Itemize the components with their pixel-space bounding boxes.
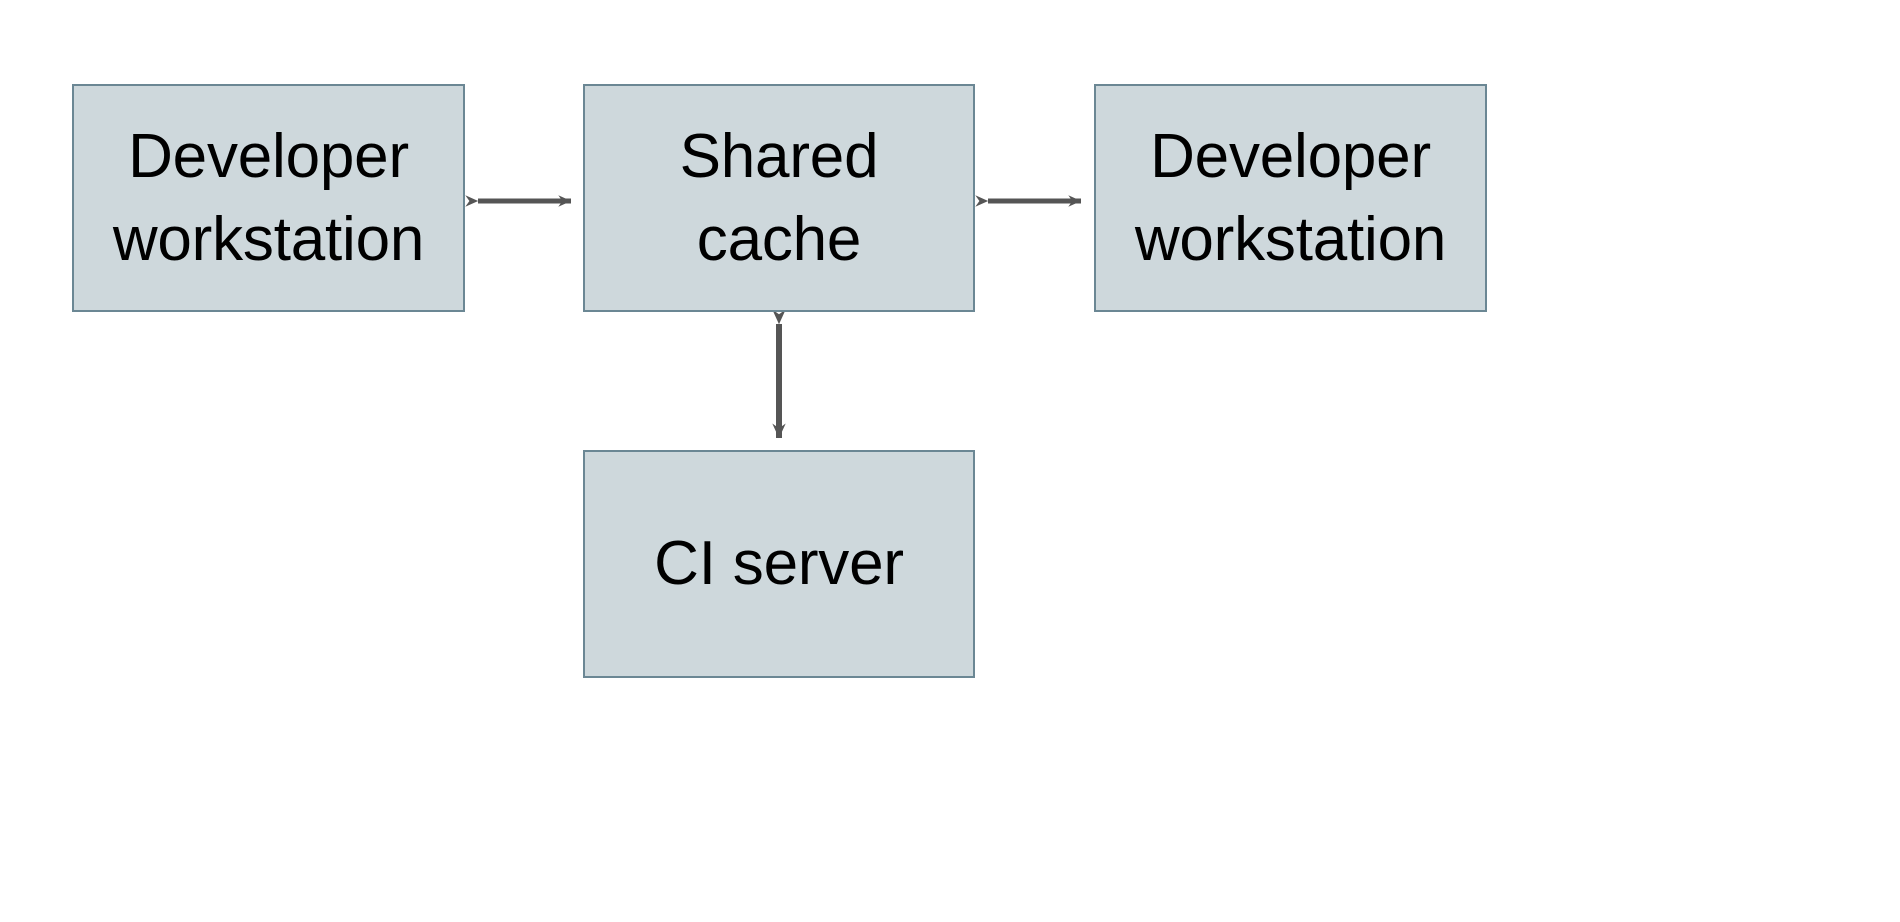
node-developer-workstation-right[interactable]: Developer workstation: [1094, 84, 1487, 312]
node-label: Developer workstation: [1134, 121, 1447, 274]
node-label: Shared cache: [679, 121, 879, 274]
node-label: Developer workstation: [112, 121, 425, 274]
node-shared-cache[interactable]: Shared cache: [583, 84, 975, 312]
node-label: CI server: [654, 529, 904, 599]
node-developer-workstation-left[interactable]: Developer workstation: [72, 84, 465, 312]
node-ci-server[interactable]: CI server: [583, 450, 975, 678]
